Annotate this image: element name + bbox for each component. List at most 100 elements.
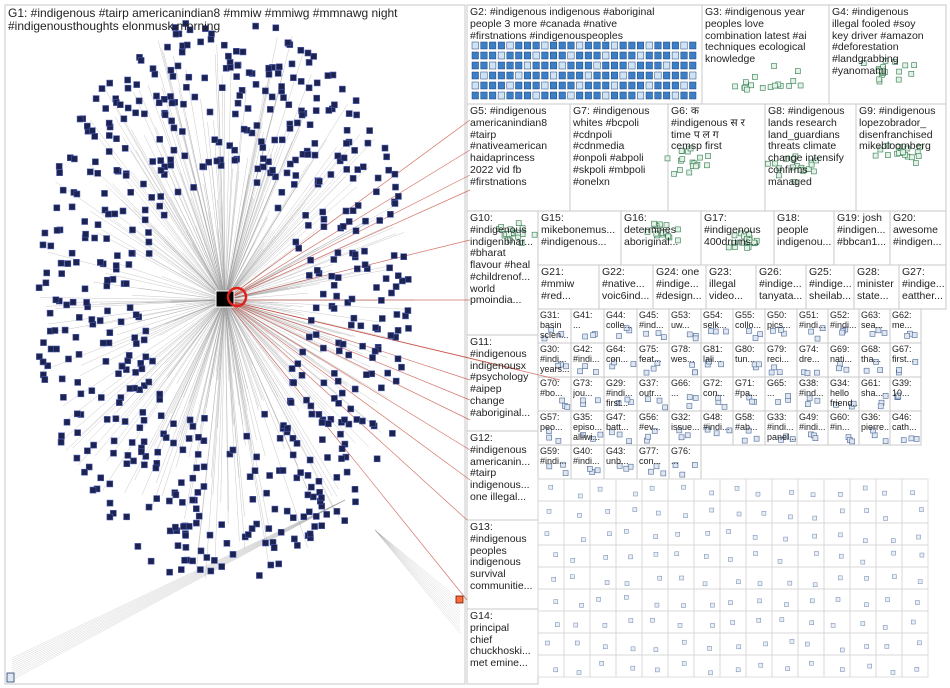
user-node [341, 416, 348, 424]
user-node [226, 142, 233, 149]
edge [224, 209, 320, 301]
user-node [185, 73, 193, 81]
g2-node [689, 61, 697, 70]
group-label-g76: G76: ... [671, 446, 691, 467]
user-node [353, 416, 361, 423]
edge-outgroup [224, 299, 468, 521]
user-node [57, 259, 65, 267]
small-node [830, 623, 836, 628]
user-node [236, 92, 243, 99]
filler-cell [849, 500, 877, 524]
small-node [630, 361, 637, 367]
group-label-g74: G74: dre... [799, 344, 820, 365]
user-node [76, 115, 84, 123]
user-node [252, 22, 259, 30]
user-node [46, 309, 54, 317]
user-node [156, 202, 163, 210]
g2-node [480, 91, 488, 100]
group-label-g30: G30: #indi... years... [540, 344, 570, 375]
user-node [92, 158, 99, 166]
edge [224, 74, 312, 301]
small-node [736, 644, 741, 650]
user-node [65, 355, 72, 363]
small-node [632, 507, 638, 512]
small-node [676, 427, 683, 434]
cluster-node [697, 154, 703, 161]
filler-cell [901, 654, 929, 678]
user-node [351, 147, 358, 154]
g2-node [628, 81, 636, 90]
cluster-node [908, 154, 915, 161]
g2-node [532, 61, 540, 70]
cluster-node [882, 57, 889, 64]
user-node [261, 410, 268, 418]
user-node [333, 474, 341, 481]
edge [212, 299, 226, 378]
user-node [319, 436, 326, 443]
small-node [910, 490, 915, 496]
g2-node [637, 71, 645, 80]
g2-node [671, 71, 679, 80]
user-node [334, 249, 342, 256]
cluster-node [797, 166, 804, 173]
g2-node [610, 71, 618, 80]
cluster-node [797, 82, 804, 89]
user-node [91, 234, 98, 242]
cluster-node [759, 85, 766, 91]
user-node [178, 566, 185, 573]
small-node [809, 660, 814, 666]
user-node [267, 561, 275, 569]
small-node [655, 667, 660, 673]
small-node [579, 603, 584, 608]
g2-node [541, 81, 549, 90]
user-node [152, 464, 160, 472]
edge [139, 299, 226, 400]
user-node [193, 519, 200, 527]
small-node [710, 602, 715, 608]
g2-node [628, 91, 636, 100]
user-node [123, 513, 130, 521]
small-node [609, 429, 615, 436]
filler-cell [797, 544, 825, 568]
user-node [171, 24, 179, 31]
user-node [376, 217, 384, 224]
small-node [776, 369, 783, 376]
user-node [179, 499, 186, 506]
user-node [352, 227, 360, 235]
filler-cell [589, 544, 617, 568]
user-node [345, 351, 353, 359]
edge [11, 499, 346, 677]
filler-cell [719, 522, 747, 546]
user-node [142, 327, 150, 335]
cluster-node [786, 83, 793, 89]
group-label-g62: G62: me... [892, 310, 913, 331]
filler-cell [589, 500, 617, 524]
user-node [119, 207, 127, 215]
small-node [864, 602, 869, 607]
user-node [166, 527, 174, 535]
edge [224, 299, 248, 390]
filler-cell [823, 500, 851, 524]
small-node [624, 594, 629, 600]
user-node [369, 354, 376, 361]
edge [224, 299, 244, 425]
edge [224, 283, 320, 301]
user-node [156, 390, 163, 398]
small-node [785, 392, 791, 399]
small-node [611, 359, 617, 366]
isolated-node [6, 672, 15, 683]
g2-node [663, 41, 671, 50]
filler-cell [797, 566, 825, 590]
filler-cell [563, 566, 591, 590]
g2-node [671, 91, 679, 100]
user-node [343, 166, 351, 173]
edge [165, 235, 226, 301]
user-node [366, 127, 373, 134]
small-node [787, 580, 793, 586]
cluster-node [899, 149, 906, 156]
cluster-node [764, 160, 771, 167]
edge [197, 299, 226, 549]
user-node [262, 539, 269, 547]
user-node [156, 136, 163, 143]
edge [189, 299, 226, 403]
